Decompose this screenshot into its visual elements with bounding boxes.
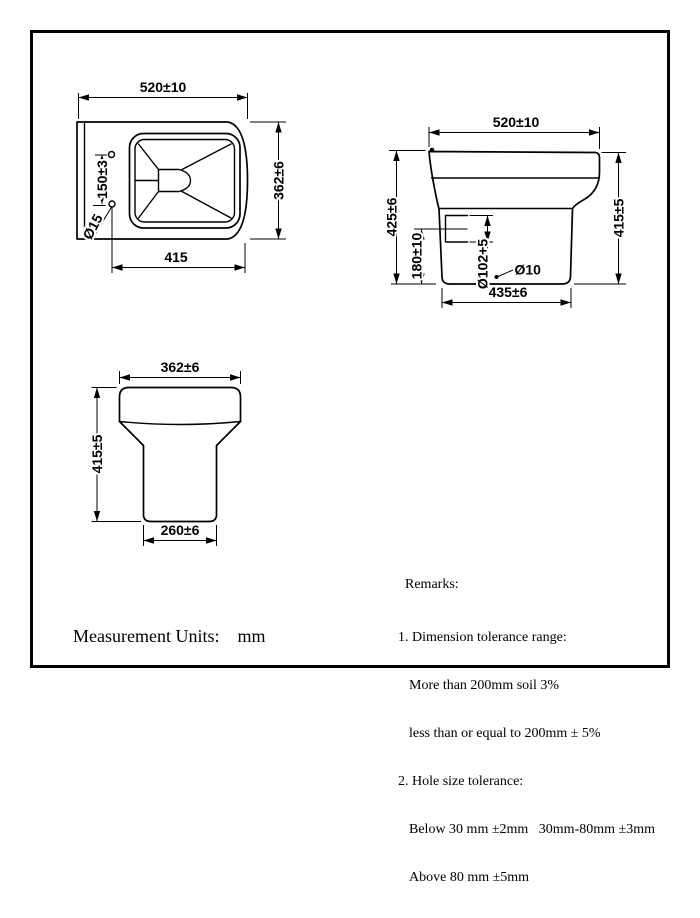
plan-view: 520±10 362±6 150±3 Ø15 415 — [76, 79, 289, 273]
side-fixing-hole-dia-label: Ø10 — [515, 262, 542, 278]
side-height-back-dim: 425±6 — [384, 197, 400, 236]
fixing-hole-bottom — [108, 200, 116, 208]
side-base-depth-dim: 435±6 — [489, 284, 528, 300]
front-view: 362±6 415±5 260±6 — [87, 359, 242, 546]
units-value: mm — [237, 626, 266, 646]
plan-hole-pitch-dim: 150±3 — [94, 160, 110, 199]
plan-bowl-diagonals — [137, 143, 232, 219]
units-note: Measurement Units: mm — [55, 605, 266, 668]
sheet-border — [30, 30, 670, 668]
front-height-dim: 415±5 — [89, 434, 105, 473]
toilet-dimension-drawing: 520±10 362±6 150±3 Ø15 415 — [76, 79, 629, 546]
remarks-line: Above 80 mm ±5mm — [409, 870, 530, 885]
side-height-front-dim: 415±5 — [611, 198, 627, 237]
side-outlet-height-dim: 180±10 — [409, 232, 425, 279]
plan-hole-dia-label: Ø15 — [79, 211, 106, 242]
base-hole-dot — [494, 275, 499, 279]
plan-hole-to-front-dim: 415 — [164, 249, 188, 265]
front-width-dim: 362±6 — [161, 359, 200, 375]
plan-rim-outer — [128, 132, 241, 229]
side-view: 520±10 425±6 180±10 Ø102+5 Ø10 435±6 415… — [382, 114, 629, 308]
remarks-line: Below 30 mm ±2mm 30mm-80mm ±3mm — [409, 822, 655, 837]
plan-bowl-sump — [157, 168, 192, 193]
side-outlet-dia-dim: Ø102+5 — [475, 239, 491, 289]
side-seat-hinge-dot — [429, 147, 435, 153]
side-width-dim: 520±10 — [493, 114, 540, 130]
fixing-hole-top — [107, 150, 116, 159]
remarks-block: Remarks: 1. Dimension tolerance range: M… — [398, 545, 655, 918]
plan-depth-dim: 362±6 — [271, 161, 287, 200]
units-label: Measurement Units: — [73, 626, 220, 646]
remarks-title: Remarks: — [405, 577, 459, 592]
plan-width-dim: 520±10 — [140, 79, 187, 95]
front-pedestal — [118, 420, 242, 523]
front-base-width-dim: 260±6 — [161, 522, 200, 538]
side-outline — [428, 150, 601, 285]
plan-outline — [76, 121, 249, 240]
front-outline — [118, 386, 242, 423]
remarks-line: 1. Dimension tolerance range: — [398, 630, 567, 645]
remarks-line: 2. Hole size tolerance: — [398, 774, 524, 789]
remarks-line: less than or equal to 200mm ± 5% — [409, 726, 601, 741]
remarks-line: More than 200mm soil 3% — [409, 678, 560, 693]
front-seat-bottom-line — [118, 420, 242, 426]
